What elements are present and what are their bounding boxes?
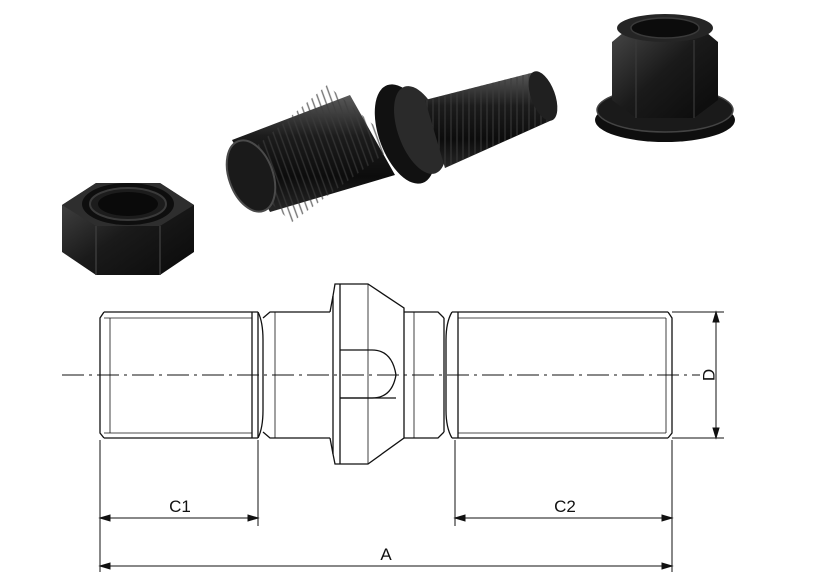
dimension-lines [98, 310, 720, 570]
dimension-label-d: D [699, 369, 718, 381]
flange-nut-right [595, 14, 735, 142]
stud-drawing [99, 283, 673, 465]
hex-nut-left [62, 183, 194, 275]
extension-lines [99, 311, 724, 572]
dimension-label-c2: C2 [554, 497, 576, 516]
double-end-stud-photo [225, 71, 558, 223]
dimension-label-a: A [380, 545, 392, 564]
dimension-label-c1: C1 [169, 497, 191, 516]
